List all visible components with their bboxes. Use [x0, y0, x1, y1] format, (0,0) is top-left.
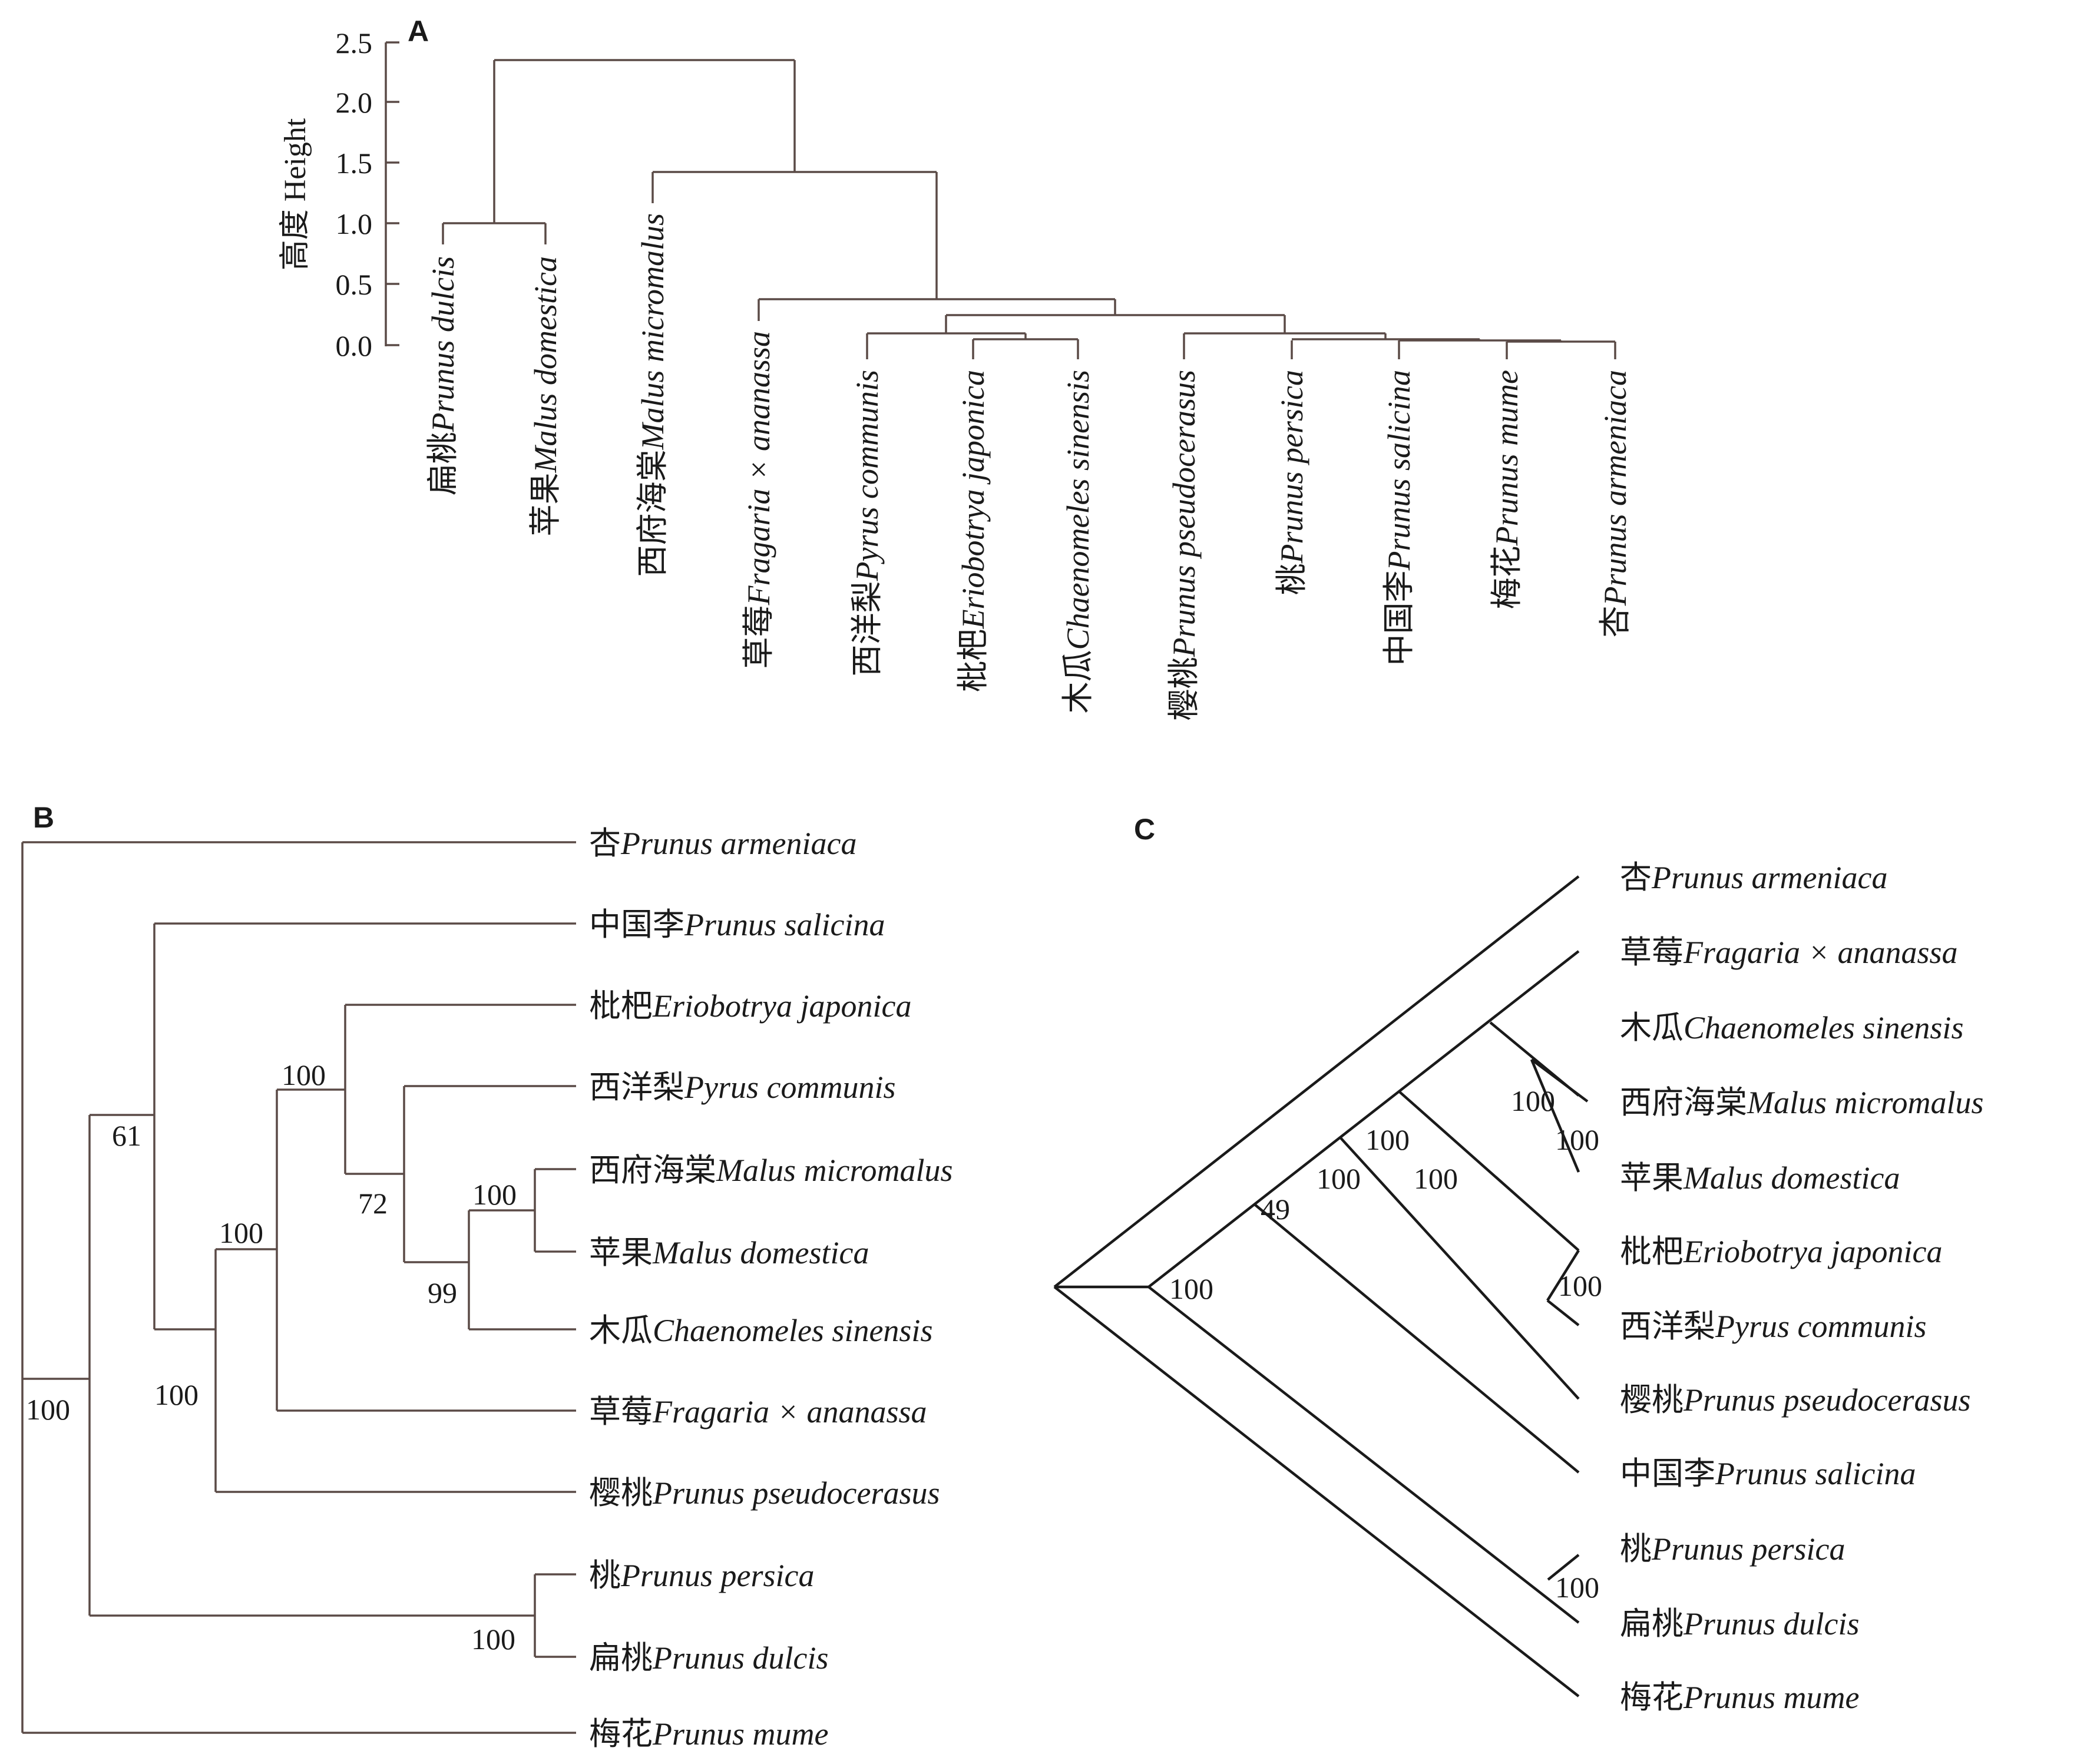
y-tick-label: 1.5	[336, 147, 373, 180]
branch	[1530, 1059, 1580, 1173]
support-value: 100	[1414, 1162, 1458, 1195]
branch	[1147, 1286, 1580, 1624]
leaf-label: 枇杷Eriobotrya japonica	[1620, 1234, 1942, 1269]
leaf-label: 木瓜Chaenomeles sinensis	[1620, 1010, 1963, 1045]
leaf-label: 苹果Malus domestica	[528, 256, 563, 536]
panel-c-letter: C	[1134, 813, 1155, 846]
y-tick-label: 2.5	[336, 27, 373, 59]
branch	[1546, 1299, 1580, 1326]
leaf-label: 杏Prunus armeniaca	[1598, 370, 1633, 637]
leaf-label: 西府海棠Malus micromalus	[1620, 1085, 1984, 1120]
panel-a-letter: A	[408, 15, 429, 48]
panel-b-leaf-labels: 杏Prunus armeniaca 中国李Prunus salicina 枇杷E…	[589, 826, 953, 1752]
leaf-label: 中国李Prunus salicina	[589, 907, 885, 942]
leaf-label: 西洋梨Pyrus communis	[849, 370, 885, 676]
panel-a: A 0.0 0.5 1.0 1.5 2.0 2.5 高度 Height	[279, 15, 1633, 720]
leaf-label: 西府海棠Malus micromalus	[589, 1153, 953, 1188]
branch	[1546, 1249, 1580, 1302]
leaf-label: 桃Prunus persica	[589, 1558, 814, 1593]
support-value: 61	[112, 1119, 141, 1152]
leaf-label: 扁桃Prunus dulcis	[589, 1640, 829, 1676]
support-value: 100	[26, 1393, 70, 1426]
y-tick-label: 2.0	[336, 86, 373, 119]
leaf-label: 桃Prunus persica	[1620, 1531, 1845, 1567]
y-tick-label: 0.5	[336, 268, 373, 301]
panel-b-support: 100 72 100 99 61 100 100 100 100	[26, 1058, 517, 1656]
leaf-label: 西洋梨Pyrus communis	[589, 1070, 895, 1105]
leaf-label: 枇杷Eriobotrya japonica	[955, 370, 991, 692]
panel-b-tree	[21, 841, 576, 1734]
support-value: 100	[1169, 1272, 1213, 1305]
support-value: 100	[1555, 1571, 1599, 1604]
support-value: 100	[472, 1178, 517, 1211]
leaf-label: 樱桃Prunus pseudocerasus	[1620, 1382, 1970, 1418]
branch	[1547, 1554, 1580, 1581]
branch	[1253, 1203, 1580, 1474]
support-value: 100	[282, 1058, 326, 1091]
leaf-label: 杏Prunus armeniaca	[589, 826, 856, 861]
leaf-label: 枇杷Eriobotrya japonica	[589, 988, 911, 1024]
leaf-label: 木瓜Chaenomeles sinensis	[589, 1313, 932, 1348]
y-axis-title: 高度 Height	[279, 118, 312, 270]
y-tick-label: 1.0	[336, 207, 373, 240]
leaf-label: 草莓Fragaria × ananassa	[589, 1394, 927, 1429]
support-value: 100	[154, 1378, 199, 1411]
panel-a-dendrogram	[442, 59, 1616, 359]
leaf-label: 梅花Prunus mume	[589, 1716, 828, 1752]
panel-c-leaf-labels: 杏Prunus armeniaca 草莓Fragaria × ananassa …	[1620, 860, 1984, 1715]
leaf-label: 西洋梨Pyrus communis	[1620, 1309, 1926, 1344]
panel-a-y-axis: 0.0 0.5 1.0 1.5 2.0 2.5 高度 Height	[279, 27, 399, 362]
panel-c-cladogram	[1053, 875, 1589, 1697]
leaf-label: 苹果Malus domestica	[589, 1235, 869, 1270]
support-value: 100	[1558, 1269, 1602, 1302]
support-value: 100	[1317, 1162, 1361, 1195]
panel-a-leaf-labels: 扁桃Prunus dulcis 苹果Malus domestica 西府海棠Ma…	[425, 213, 1633, 720]
branch	[1339, 1136, 1580, 1400]
leaf-label: 苹果Malus domestica	[1620, 1160, 1900, 1196]
panel-b-letter: B	[33, 801, 54, 834]
leaf-label: 桃Prunus persica	[1274, 370, 1309, 595]
branch	[1147, 950, 1580, 1288]
panel-c: C 100 100 100 100 100 100 49 100	[1053, 813, 1984, 1715]
leaf-label: 扁桃Prunus dulcis	[425, 256, 461, 496]
leaf-label: 中国李Prunus salicina	[1381, 370, 1417, 666]
leaf-label: 樱桃Prunus pseudocerasus	[1166, 370, 1202, 720]
support-value: 100	[471, 1623, 515, 1656]
leaf-label: 草莓Fragaria × ananassa	[741, 331, 776, 669]
branch	[1530, 1058, 1589, 1103]
support-value: 100	[1511, 1084, 1555, 1117]
panel-c-support: 100 100 100 100 100 100 49 100 100	[1169, 1084, 1602, 1604]
branch	[1053, 1286, 1580, 1697]
leaf-label: 梅花Prunus mume	[1620, 1680, 1859, 1715]
support-value: 72	[358, 1187, 388, 1220]
support-value: 99	[428, 1276, 457, 1309]
leaf-label: 草莓Fragaria × ananassa	[1620, 935, 1958, 970]
support-value: 100	[219, 1216, 263, 1249]
y-tick-label: 0.0	[336, 329, 373, 362]
leaf-label: 梅花Prunus mume	[1489, 370, 1524, 609]
leaf-label: 西府海棠Malus micromalus	[635, 213, 670, 577]
leaf-label: 樱桃Prunus pseudocerasus	[589, 1475, 940, 1511]
leaf-label: 杏Prunus armeniaca	[1620, 860, 1887, 895]
support-value: 49	[1261, 1193, 1290, 1226]
branch	[1053, 875, 1580, 1288]
branch	[1398, 1090, 1580, 1252]
leaf-label: 扁桃Prunus dulcis	[1620, 1606, 1860, 1641]
support-value: 100	[1365, 1123, 1410, 1156]
leaf-label: 木瓜Chaenomeles sinensis	[1060, 370, 1096, 713]
leaf-label: 中国李Prunus salicina	[1620, 1456, 1916, 1491]
panel-b: B	[21, 801, 953, 1752]
support-value: 100	[1555, 1123, 1599, 1156]
